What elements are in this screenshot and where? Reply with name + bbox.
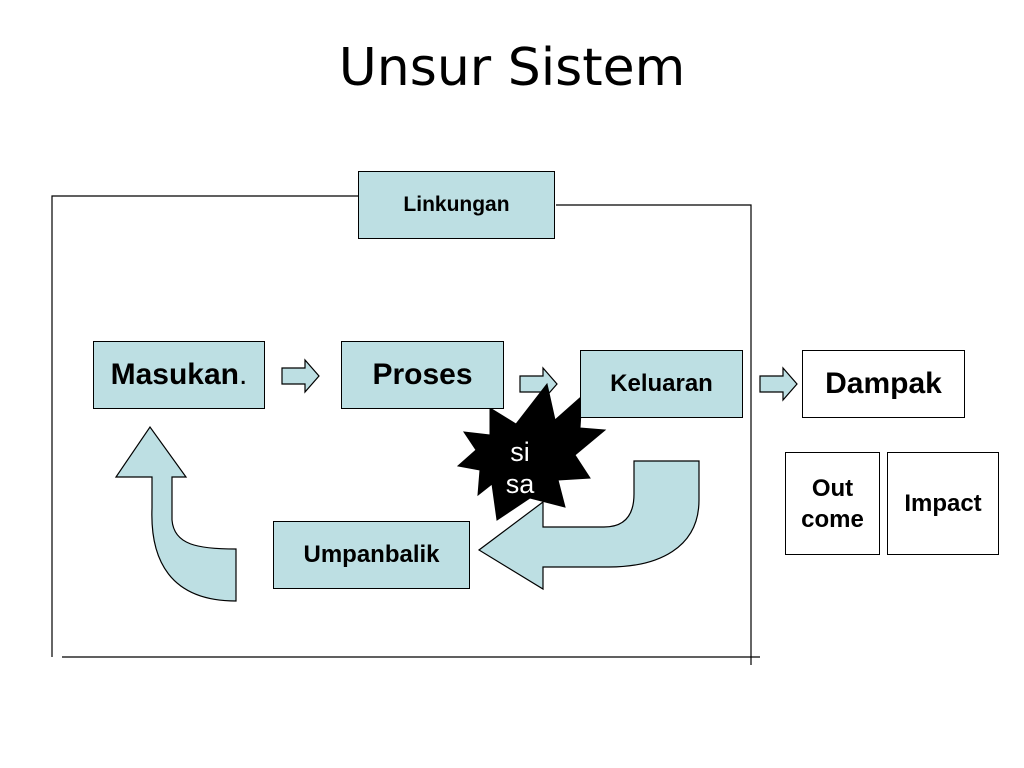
proses-box: Proses [341,341,504,409]
proses-label: Proses [372,358,473,391]
outcome-label-line2: come [801,505,864,533]
impact-label: Impact [904,489,982,517]
masukan-label: Masukan [110,358,240,391]
arrow-masukan-to-proses [281,358,320,394]
lingkungan-box: Linkungan [358,171,555,239]
arrow-keluaran-to-dampak [759,366,798,402]
burst-text-line2: sa [505,469,535,499]
keluaran-box: Keluaran [580,350,743,418]
feedback-arrow-to-umpanbalik [477,460,700,591]
lingkungan-label: Linkungan [403,193,510,216]
umpanbalik-label: Umpanbalik [303,541,440,568]
return-arrow-to-masukan [114,425,237,602]
keluaran-label: Keluaran [610,370,713,397]
burst-text-line1: si [510,437,530,467]
dampak-box: Dampak [802,350,965,418]
outcome-box: Out come [785,452,880,555]
impact-box: Impact [887,452,999,555]
masukan-dot: . [239,358,248,391]
burst-text: si sa [500,436,540,500]
dampak-label: Dampak [825,367,942,400]
environment-boundary [51,195,760,665]
slide-title: Unsur Sistem [338,38,686,98]
burst-shape [456,382,607,521]
outcome-label-line1: Out [811,474,854,502]
umpanbalik-box: Umpanbalik [273,521,470,589]
masukan-box: Masukan. [93,341,265,409]
